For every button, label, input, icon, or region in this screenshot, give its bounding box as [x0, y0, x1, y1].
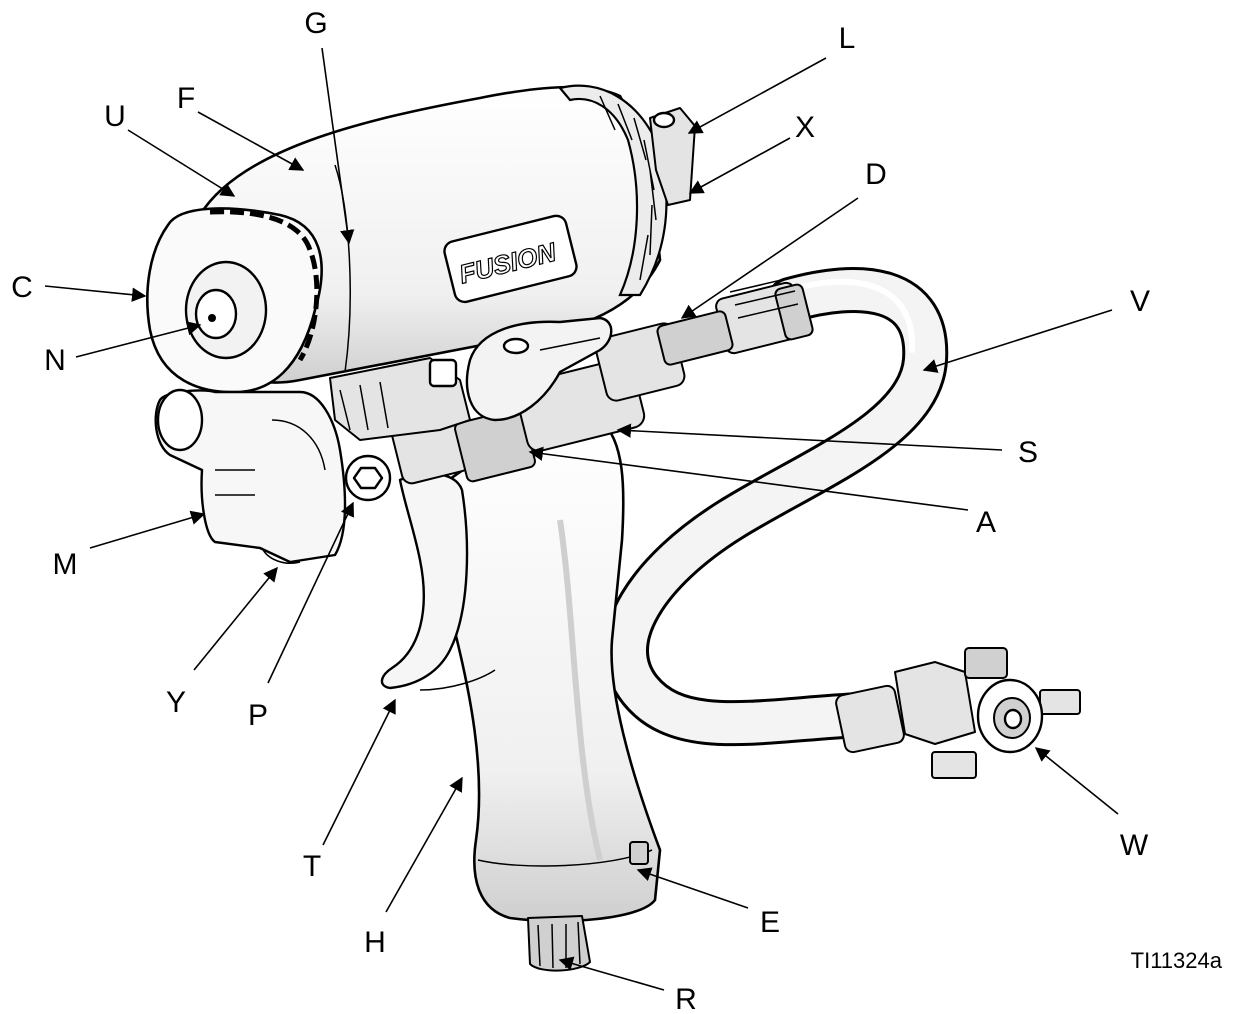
spray-gun-illustration: FUSION	[146, 84, 1081, 972]
callout-r: R	[675, 983, 697, 1014]
leader-u	[127, 129, 236, 197]
callout-n: N	[44, 344, 66, 377]
callout-l: L	[839, 22, 856, 55]
callout-leaders	[44, 47, 1119, 991]
handle-screw	[629, 841, 649, 865]
hose	[602, 267, 949, 747]
callout-d: D	[865, 158, 887, 191]
leader-d	[680, 197, 859, 319]
leader-a	[528, 446, 969, 511]
leader-h	[385, 776, 463, 913]
leader-w	[1034, 747, 1119, 815]
body-bracket	[329, 357, 471, 441]
callout-w: W	[1120, 829, 1149, 862]
leader-t	[322, 698, 396, 846]
callout-u: U	[104, 100, 126, 133]
callout-f: F	[177, 82, 195, 115]
callout-y: Y	[166, 686, 186, 719]
leader-r	[558, 956, 665, 991]
leader-s	[616, 423, 1003, 451]
leader-l	[687, 57, 827, 134]
callout-v: V	[1130, 285, 1150, 318]
callout-labels: G L F U X D C V N S A M Y P T W H E R TI…	[11, 7, 1223, 1014]
front-cap	[146, 207, 323, 394]
figure-id-label: TI11324a	[1131, 948, 1223, 973]
leader-x	[688, 137, 791, 194]
callout-p: P	[248, 699, 268, 732]
callout-h: H	[364, 926, 386, 959]
callout-c: C	[11, 271, 33, 304]
callout-m: M	[53, 548, 78, 581]
hose-fitting-upper	[715, 277, 814, 355]
leader-y	[193, 566, 278, 671]
leader-p	[267, 501, 354, 684]
leader-m	[89, 510, 206, 549]
leader-v	[922, 309, 1113, 373]
callout-g: G	[304, 7, 327, 40]
mix-chamber-housing	[154, 388, 392, 564]
air-valve	[527, 915, 591, 972]
callout-t: T	[303, 850, 321, 883]
side-manifold	[388, 310, 734, 485]
trigger	[380, 472, 496, 691]
leader-c	[44, 285, 147, 302]
callout-s: S	[1018, 436, 1038, 469]
callout-a: A	[976, 506, 996, 539]
callout-x: X	[795, 111, 815, 144]
callout-e: E	[760, 906, 780, 939]
leader-e	[636, 867, 749, 909]
leader-g	[321, 47, 355, 245]
leader-n	[75, 321, 202, 358]
ball-valve	[835, 647, 1081, 779]
leader-f	[197, 111, 305, 171]
